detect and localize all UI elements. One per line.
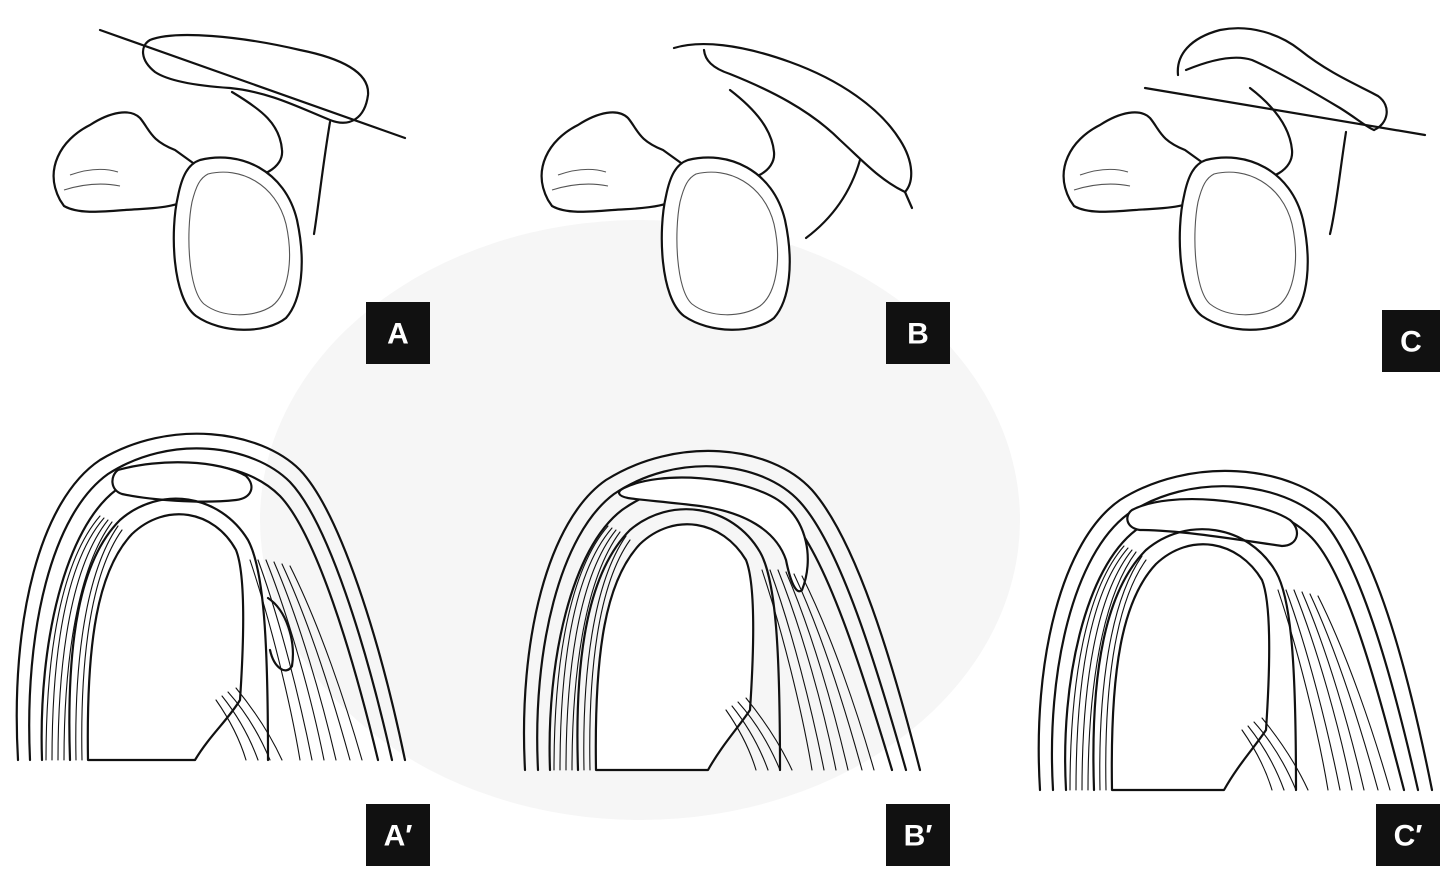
label-c: C: [1400, 326, 1422, 359]
label-b-prime: B′: [904, 820, 933, 853]
label-c-prime: C′: [1394, 820, 1423, 853]
label-a-prime: A′: [384, 820, 413, 853]
label-tag-b-prime: B′: [886, 804, 950, 866]
label-b: B: [907, 318, 929, 351]
panel-c-prime-section: [1039, 471, 1432, 790]
label-tag-c: C: [1382, 310, 1440, 372]
label-tag-b: B: [886, 302, 950, 364]
label-tag-a-prime: A′: [366, 804, 430, 866]
panel-a-scapula: [54, 30, 405, 330]
panel-c-scapula: [1064, 28, 1425, 330]
label-tag-a: A: [366, 302, 430, 364]
label-a: A: [387, 318, 409, 351]
label-tag-c-prime: C′: [1376, 804, 1440, 866]
